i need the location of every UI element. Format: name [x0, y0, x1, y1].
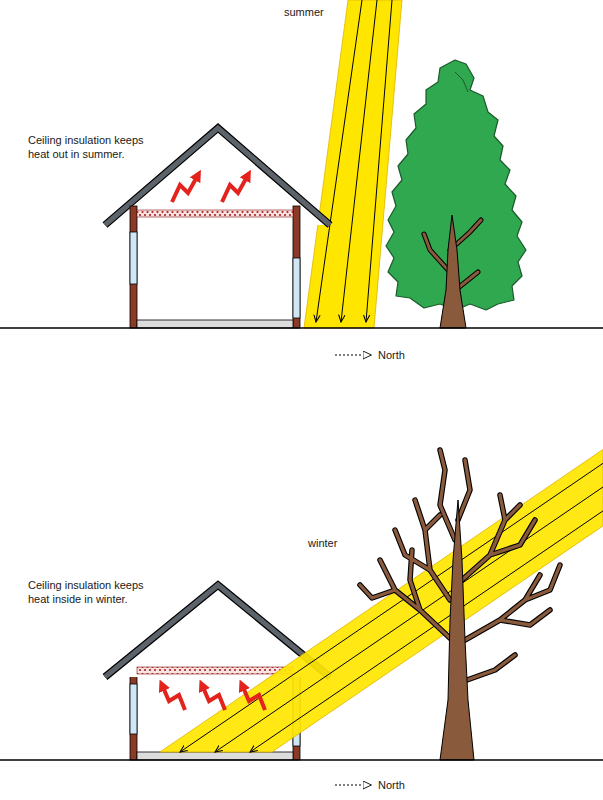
window — [130, 684, 137, 734]
heat-arrow — [162, 685, 185, 710]
window — [293, 258, 300, 318]
season-label: winter — [308, 536, 337, 550]
sun-ray — [215, 487, 603, 752]
ceiling-insulation — [137, 210, 293, 217]
tree-trunk — [440, 500, 474, 760]
tree-trunk — [440, 215, 466, 328]
wall — [130, 206, 137, 328]
caption-note: Ceiling insulation keeps heat inside in … — [28, 578, 168, 606]
sun-ray-band — [160, 449, 603, 752]
heat-arrow — [202, 685, 225, 710]
sun-ray — [341, 0, 377, 322]
sun-ray — [180, 463, 603, 752]
floor-slab — [137, 752, 293, 760]
north-arrow — [335, 785, 371, 786]
direction-label: North — [378, 778, 405, 792]
sun-ray-band — [304, 0, 402, 328]
sun-ray — [366, 0, 392, 322]
caption-note: Ceiling insulation keeps heat out in sum… — [28, 133, 168, 161]
ceiling-insulation — [137, 667, 293, 674]
heat-arrow — [242, 685, 265, 710]
heat-arrow — [172, 175, 198, 202]
sun-ray — [316, 0, 362, 322]
floor-slab — [137, 320, 293, 328]
canopy-detail — [455, 72, 468, 92]
season-label: summer — [284, 5, 324, 19]
window — [130, 232, 137, 284]
ground-line — [0, 327, 603, 328]
north-arrow — [335, 355, 371, 356]
wall — [293, 206, 300, 328]
heat-arrow — [222, 175, 248, 202]
direction-label: North — [378, 348, 405, 362]
wall — [130, 667, 137, 760]
ground-line — [0, 759, 603, 760]
